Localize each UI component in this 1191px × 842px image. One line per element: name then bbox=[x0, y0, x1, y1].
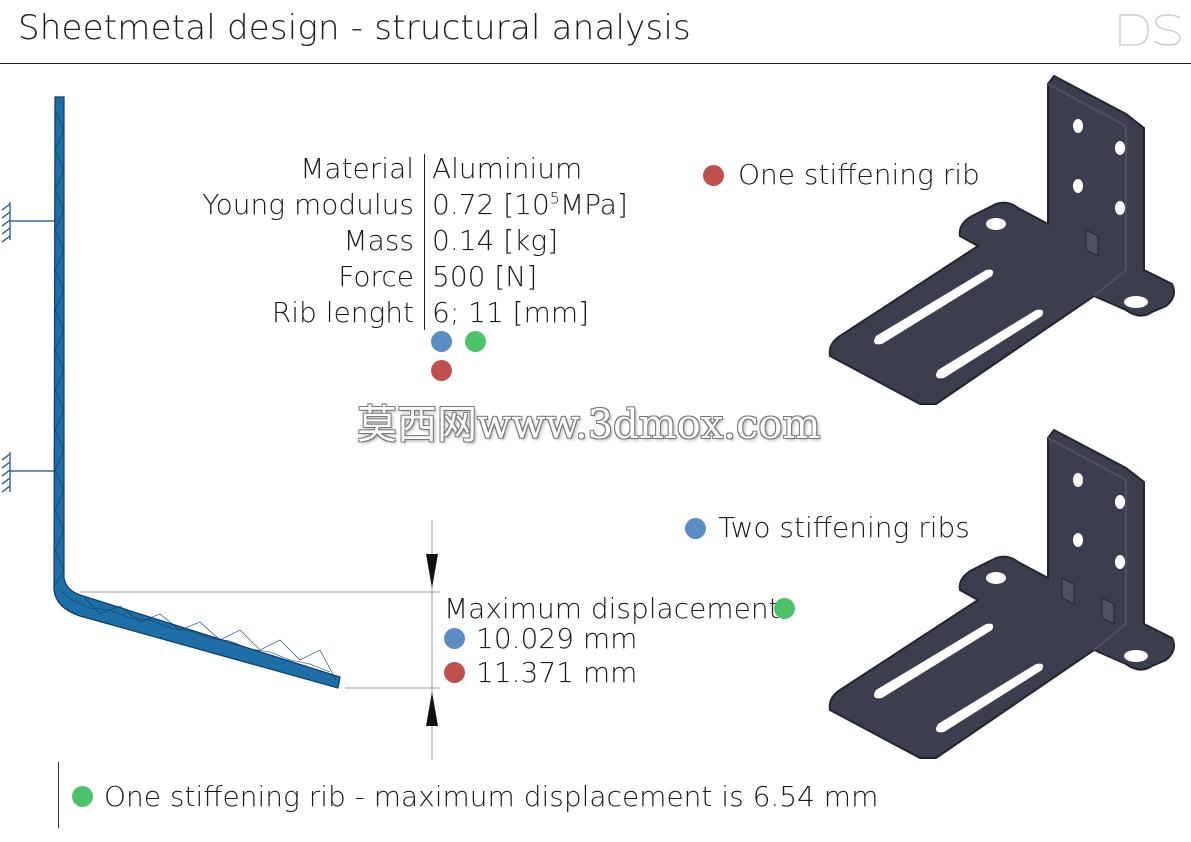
young-modulus-unit: MPa] bbox=[559, 188, 628, 221]
fixed-support-lower bbox=[1, 452, 56, 493]
young-modulus-exponent: 5 bbox=[549, 188, 560, 208]
table-divider bbox=[424, 154, 425, 330]
value-young-modulus: 0.72 [105MPa] bbox=[432, 188, 628, 221]
dimension-arrow-up bbox=[426, 692, 438, 726]
bracket-one-rib-render bbox=[828, 74, 1175, 405]
displacement-one-rib: 11.371 mm bbox=[476, 656, 638, 689]
title-divider bbox=[0, 63, 1191, 64]
displacement-dot-blue bbox=[444, 628, 465, 649]
fixed-support-upper bbox=[1, 202, 56, 243]
dimension-lines bbox=[80, 520, 440, 760]
mesh-lines bbox=[54, 109, 337, 681]
legend-dot-green bbox=[465, 331, 486, 352]
page-title: Sheetmetal design - structural analysis bbox=[18, 8, 691, 48]
variant-two-ribs-label: Two stiffening ribs bbox=[718, 511, 970, 544]
legend-dot-red bbox=[431, 360, 452, 381]
value-material: Aluminium bbox=[432, 152, 583, 185]
displacement-dot-red bbox=[444, 662, 465, 683]
young-modulus-base: 0.72 [10 bbox=[432, 188, 550, 221]
variant-dot-one-rib bbox=[703, 165, 724, 186]
label-mass: Mass bbox=[343, 224, 415, 257]
fem-deformation-diagram bbox=[1, 96, 440, 760]
footer-divider bbox=[58, 762, 59, 828]
material-labels: Material Young modulus Mass Force Rib le… bbox=[150, 152, 414, 336]
ds-logo bbox=[1119, 14, 1181, 46]
watermark: 莫西网www.3dmox.com bbox=[357, 402, 821, 448]
value-force: 500 [N] bbox=[432, 260, 538, 293]
label-young-modulus: Young modulus bbox=[202, 188, 414, 221]
footer-dot-green bbox=[72, 786, 93, 807]
value-rib-length: 6; 11 [mm] bbox=[432, 296, 590, 329]
variant-one-rib-label: One stiffening rib bbox=[738, 158, 980, 191]
material-values: Aluminium 0.72 [105MPa] 0.14 [kg] 500 [N… bbox=[432, 152, 652, 336]
displacement-two-ribs: 10.029 mm bbox=[476, 622, 638, 655]
label-rib-length: Rib lenght bbox=[271, 296, 414, 329]
dimension-arrow-down bbox=[426, 554, 438, 588]
label-force: Force bbox=[338, 260, 414, 293]
displacement-heading: Maximum displacement bbox=[444, 592, 780, 625]
displacement-dot-green bbox=[774, 598, 795, 619]
variant-dot-two-ribs bbox=[685, 518, 706, 539]
legend-dot-blue bbox=[431, 331, 452, 352]
deformed-sheet-mesh bbox=[53, 96, 341, 689]
label-material: Material bbox=[300, 152, 414, 185]
value-mass: 0.14 [kg] bbox=[432, 224, 559, 257]
footer-note: One stiffening rib - maximum displacemen… bbox=[104, 780, 879, 813]
bracket-two-ribs-render bbox=[828, 428, 1175, 759]
